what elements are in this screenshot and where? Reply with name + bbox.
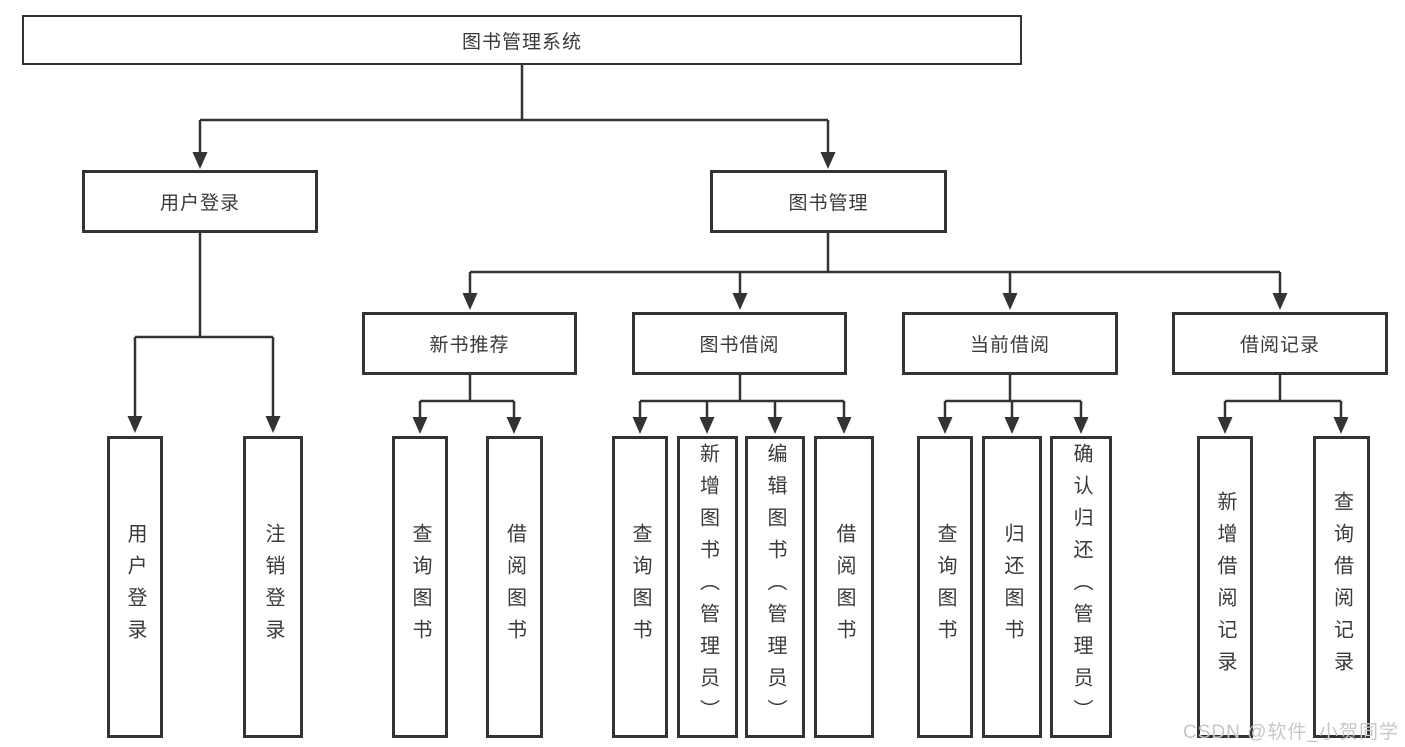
leaf-label: 查询借阅记录 [1330,491,1353,683]
leaf-label: 查询图书 [934,523,956,651]
node-label: 新书推荐 [429,335,510,356]
node-book-management: 图书管理 [710,170,947,233]
leaf-logout: 注销登录 [243,436,303,738]
node-label: 图书借阅 [699,335,780,356]
leaf-borrow-books-recommend: 借阅图书 [486,436,543,738]
leaf-add-book-admin: 新增图书（管理员） [677,436,738,738]
leaf-label: 新增借阅记录 [1214,491,1236,683]
leaf-edit-book-admin: 编辑图书（管理员） [745,436,805,738]
node-library-management-system: 图书管理系统 [22,15,1022,65]
leaf-borrow-books: 借阅图书 [814,436,874,738]
leaf-confirm-return-admin: 确认归还（管理员） [1050,436,1112,738]
leaf-label: 借阅图书 [833,523,855,651]
node-label: 图书管理系统 [461,31,582,53]
leaf-label: 借阅图书 [503,523,526,651]
arrowheads [127,152,1349,434]
leaf-label: 查询图书 [409,523,431,651]
leaf-label: 编辑图书（管理员） [764,443,786,731]
node-borrowing-records: 借阅记录 [1172,312,1388,375]
leaf-query-books-current: 查询图书 [917,436,973,738]
node-book-borrowing: 图书借阅 [632,312,847,375]
node-user-login: 用户登录 [82,170,318,233]
node-new-book-recommend: 新书推荐 [362,312,577,375]
node-label: 借阅记录 [1239,335,1320,356]
leaf-label: 查询图书 [629,523,651,651]
leaf-add-borrow-record: 新增借阅记录 [1197,436,1253,738]
node-label: 当前借阅 [969,335,1050,356]
leaf-label: 新增图书（管理员） [696,443,719,731]
leaf-return-books: 归还图书 [982,436,1042,738]
node-label: 用户登录 [159,193,240,214]
leaf-query-borrow-record: 查询借阅记录 [1313,436,1370,738]
node-label: 图书管理 [788,193,869,214]
csdn-watermark: CSDN @软件_小贺同学 [1183,722,1399,743]
leaf-query-books-borrowing: 查询图书 [612,436,668,738]
leaf-label: 注销登录 [262,523,284,651]
leaf-user-login: 用户登录 [107,436,163,738]
leaf-label: 用户登录 [124,523,146,651]
node-current-borrowing: 当前借阅 [902,312,1118,375]
leaf-label: 确认归还（管理员） [1070,443,1092,731]
leaf-label: 归还图书 [1001,523,1023,651]
leaf-query-books-recommend: 查询图书 [392,436,448,738]
